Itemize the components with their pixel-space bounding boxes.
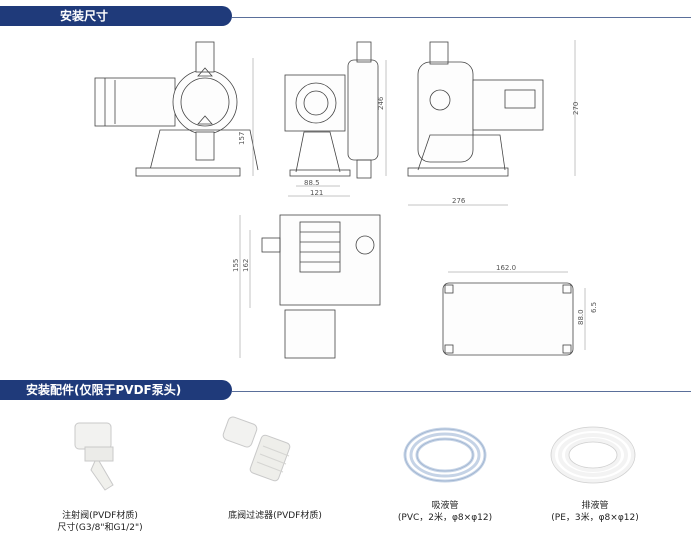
side-view-drawing [94, 41, 259, 177]
dimension-88-0: 88.0 [577, 309, 585, 325]
dimensions-header-pill [0, 6, 232, 26]
discharge-tube-image [550, 426, 636, 484]
accessories-section-title: 安装配件(仅限于PVDF泵头) [26, 383, 182, 397]
accessory-3-caption-line1: 吸液管 [431, 501, 459, 511]
dimension-155: 155 [232, 259, 240, 272]
suction-tube-image [403, 427, 487, 483]
accessory-3-caption: 吸液管 (PVC，2米，φ8×φ12) [375, 500, 515, 524]
dimension-6-5: 6.5 [590, 302, 598, 313]
dimension-246: 246 [377, 96, 385, 110]
accessory-3-caption-line2: (PVC，2米，φ8×φ12) [397, 513, 493, 523]
accessory-2-caption: 底阀过滤器(PVDF材质) [210, 510, 340, 522]
dimensions-header-rule [232, 17, 691, 18]
accessory-4-caption-line2: (PE，3米，φ8×φ12) [551, 513, 639, 523]
dimension-drawings: 157 246 88.5 121 270 276 155 162 162.0 8… [94, 40, 598, 359]
dimension-121: 121 [310, 189, 323, 197]
dimensions-section-title: 安装尺寸 [60, 9, 109, 23]
accessory-2-caption-line1: 底阀过滤器(PVDF材质) [228, 511, 322, 521]
dimensions-section-header: 安装尺寸 [0, 6, 691, 26]
accessory-1-caption: 注射阀(PVDF材质) 尺寸(G3/8"和G1/2") [40, 510, 160, 534]
front-view-drawing [252, 41, 387, 197]
accessory-1-caption-line1: 注射阀(PVDF材质) [62, 511, 138, 521]
base-plate-drawing [442, 271, 586, 356]
dimension-162: 162 [242, 259, 250, 272]
foot-valve-filter-image [222, 416, 291, 482]
accessories-section-header: 安装配件(仅限于PVDF泵头) [0, 380, 691, 400]
dimension-157: 157 [238, 132, 246, 145]
accessory-4-caption: 排液管 (PE，3米，φ8×φ12) [525, 500, 665, 524]
accessories-header-pill [0, 380, 232, 400]
accessory-1-caption-line2: 尺寸(G3/8"和G1/2") [57, 523, 143, 533]
accessories-header-rule [232, 391, 691, 392]
dimension-276: 276 [452, 197, 466, 205]
injection-valve-image [74, 422, 114, 491]
top-view-drawing [239, 214, 381, 359]
dimension-270: 270 [572, 102, 580, 115]
right-view-drawing [407, 40, 576, 206]
dimension-88-5: 88.5 [304, 179, 320, 187]
dimension-162-0: 162.0 [496, 264, 516, 272]
accessory-4-caption-line1: 排液管 [581, 501, 609, 511]
